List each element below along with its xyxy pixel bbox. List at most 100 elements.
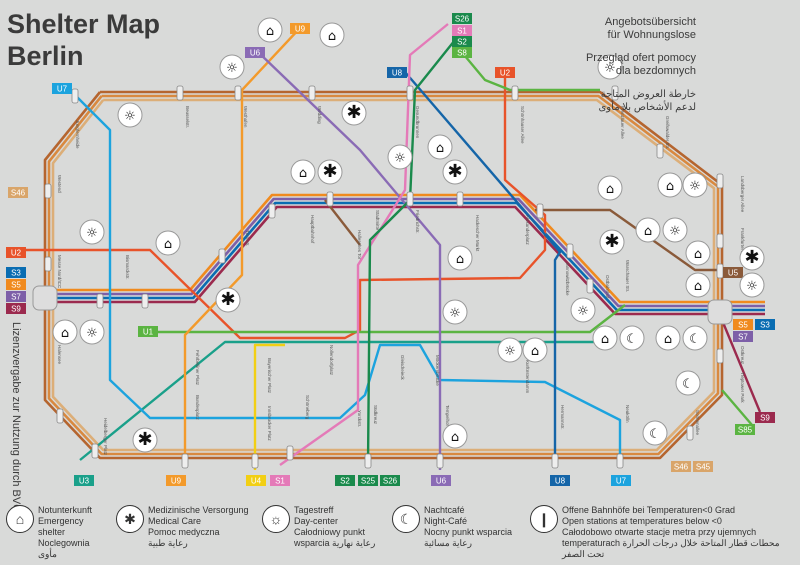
station-marker[interactable] xyxy=(716,233,724,249)
emergency-shelter-icon[interactable]: ⌂ xyxy=(442,423,468,449)
station-marker[interactable] xyxy=(364,453,372,469)
station-marker[interactable] xyxy=(286,445,294,461)
station-marker[interactable] xyxy=(716,348,724,364)
day-center-icon[interactable]: ☼ xyxy=(442,299,468,325)
station-marker[interactable] xyxy=(656,143,664,159)
station-marker[interactable] xyxy=(251,453,259,469)
station-marker[interactable] xyxy=(56,408,64,424)
line-badge-u8[interactable]: U8 xyxy=(550,475,570,486)
emergency-shelter-icon[interactable]: ⌂ xyxy=(685,240,711,266)
medical-care-icon[interactable]: ✱ xyxy=(341,100,367,126)
station-marker[interactable] xyxy=(716,263,724,279)
day-center-icon[interactable]: ☼ xyxy=(682,172,708,198)
day-center-icon[interactable]: ☼ xyxy=(79,319,105,345)
station-marker[interactable] xyxy=(406,85,414,101)
day-center-icon[interactable]: ☼ xyxy=(387,144,413,170)
line-badge-u2[interactable]: U2 xyxy=(6,247,26,258)
station-marker[interactable] xyxy=(586,278,594,294)
line-badge-s3[interactable]: S3 xyxy=(6,267,26,278)
line-badge-u3[interactable]: U3 xyxy=(74,475,94,486)
line-badge-s85[interactable]: S85 xyxy=(735,424,755,435)
interchange-hub[interactable] xyxy=(707,299,733,325)
emergency-shelter-icon[interactable]: ⌂ xyxy=(635,217,661,243)
emergency-shelter-icon[interactable]: ⌂ xyxy=(655,325,681,351)
emergency-shelter-icon[interactable]: ⌂ xyxy=(657,172,683,198)
station-marker[interactable] xyxy=(91,443,99,459)
night-cafe-icon[interactable]: ☾ xyxy=(675,370,701,396)
station-marker[interactable] xyxy=(436,453,444,469)
station-marker[interactable] xyxy=(456,191,464,207)
station-marker[interactable] xyxy=(71,88,79,104)
station-marker[interactable] xyxy=(326,191,334,207)
line-badge-s5[interactable]: S5 xyxy=(6,279,26,290)
station-marker[interactable] xyxy=(268,203,276,219)
line-badge-u9[interactable]: U9 xyxy=(290,23,310,34)
station-marker[interactable] xyxy=(234,85,242,101)
station-marker[interactable] xyxy=(716,173,724,189)
emergency-shelter-icon[interactable]: ⌂ xyxy=(447,245,473,271)
line-badge-u7[interactable]: U7 xyxy=(52,83,72,94)
line-badge-u2[interactable]: U2 xyxy=(495,67,515,78)
emergency-shelter-icon[interactable]: ⌂ xyxy=(592,325,618,351)
line-badge-s1[interactable]: S1 xyxy=(452,25,472,36)
medical-care-icon[interactable]: ✱ xyxy=(132,427,158,453)
line-badge-s2[interactable]: S2 xyxy=(335,475,355,486)
station-marker[interactable] xyxy=(44,256,52,272)
day-center-icon[interactable]: ☼ xyxy=(497,337,523,363)
line-badge-u6[interactable]: U6 xyxy=(245,47,265,58)
station-marker[interactable] xyxy=(176,85,184,101)
emergency-shelter-icon[interactable]: ⌂ xyxy=(522,337,548,363)
night-cafe-icon[interactable]: ☾ xyxy=(642,420,668,446)
emergency-shelter-icon[interactable]: ⌂ xyxy=(685,272,711,298)
line-badge-s45[interactable]: S45 xyxy=(693,461,713,472)
station-marker[interactable] xyxy=(551,453,559,469)
station-marker[interactable] xyxy=(616,453,624,469)
day-center-icon[interactable]: ☼ xyxy=(79,219,105,245)
emergency-shelter-icon[interactable]: ⌂ xyxy=(290,159,316,185)
station-marker[interactable] xyxy=(406,191,414,207)
station-marker[interactable] xyxy=(141,293,149,309)
emergency-shelter-icon[interactable]: ⌂ xyxy=(52,319,78,345)
medical-care-icon[interactable]: ✱ xyxy=(317,159,343,185)
interchange-hub[interactable] xyxy=(32,285,58,311)
line-badge-s2[interactable]: S2 xyxy=(452,36,472,47)
line-badge-s26[interactable]: S26 xyxy=(380,475,400,486)
line-badge-s5[interactable]: S5 xyxy=(733,319,753,330)
line-badge-s7[interactable]: S7 xyxy=(6,291,26,302)
medical-care-icon[interactable]: ✱ xyxy=(215,287,241,313)
medical-care-icon[interactable]: ✱ xyxy=(599,229,625,255)
line-badge-s46[interactable]: S46 xyxy=(8,187,28,198)
line-badge-s26[interactable]: S26 xyxy=(452,13,472,24)
line-badge-s9[interactable]: S9 xyxy=(6,303,26,314)
station-marker[interactable] xyxy=(181,453,189,469)
station-marker[interactable] xyxy=(511,85,519,101)
station-marker[interactable] xyxy=(308,85,316,101)
emergency-shelter-icon[interactable]: ⌂ xyxy=(155,230,181,256)
line-badge-s9[interactable]: S9 xyxy=(755,412,775,423)
day-center-icon[interactable]: ☼ xyxy=(570,297,596,323)
medical-care-icon[interactable]: ✱ xyxy=(739,245,765,271)
station-marker[interactable] xyxy=(566,243,574,259)
line-badge-s25[interactable]: S25 xyxy=(358,475,378,486)
emergency-shelter-icon[interactable]: ⌂ xyxy=(257,17,283,43)
line-badge-s1[interactable]: S1 xyxy=(270,475,290,486)
station-marker[interactable] xyxy=(218,248,226,264)
line-badge-u1[interactable]: U1 xyxy=(138,326,158,337)
line-badge-u8[interactable]: U8 xyxy=(387,67,407,78)
line-badge-u6[interactable]: U6 xyxy=(431,475,451,486)
day-center-icon[interactable]: ☼ xyxy=(597,54,623,80)
line-badge-s3[interactable]: S3 xyxy=(755,319,775,330)
emergency-shelter-icon[interactable]: ⌂ xyxy=(427,134,453,160)
emergency-shelter-icon[interactable]: ⌂ xyxy=(319,22,345,48)
medical-care-icon[interactable]: ✱ xyxy=(442,159,468,185)
night-cafe-icon[interactable]: ☾ xyxy=(682,325,708,351)
line-badge-u5[interactable]: U5 xyxy=(723,267,743,278)
line-badge-s7[interactable]: S7 xyxy=(733,331,753,342)
line-badge-u7[interactable]: U7 xyxy=(611,475,631,486)
line-badge-s8[interactable]: S8 xyxy=(452,47,472,58)
station-marker[interactable] xyxy=(96,293,104,309)
station-marker[interactable] xyxy=(686,425,694,441)
day-center-icon[interactable]: ☼ xyxy=(219,54,245,80)
station-marker[interactable] xyxy=(536,203,544,219)
day-center-icon[interactable]: ☼ xyxy=(739,272,765,298)
